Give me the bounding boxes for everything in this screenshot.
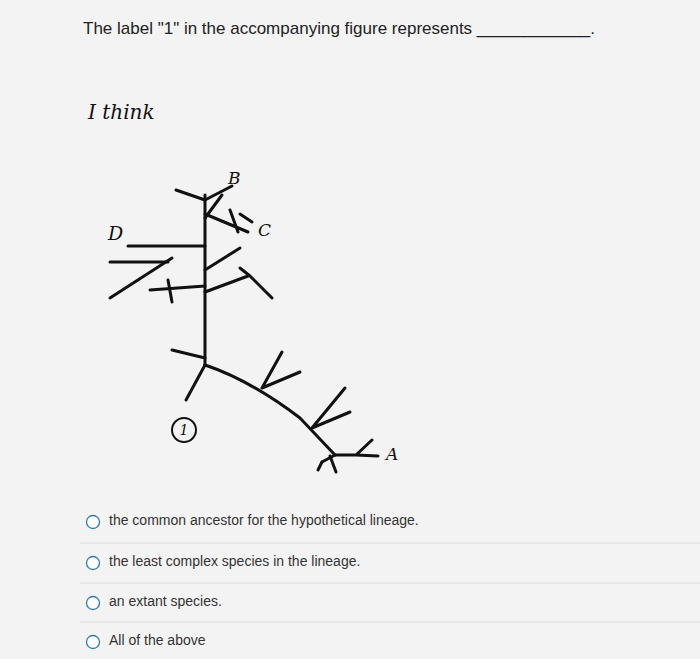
answer-option: the least complex species in the lineage… bbox=[109, 553, 360, 569]
option-separators bbox=[80, 543, 700, 622]
species-letter: B bbox=[228, 168, 241, 188]
answer-option: the common ancestor for the hypothetical… bbox=[109, 512, 419, 528]
handwritten-note: I think bbox=[88, 100, 155, 124]
callout-circle: 1 bbox=[171, 417, 197, 443]
species-letter: A bbox=[386, 444, 398, 464]
callout-number: 1 bbox=[180, 423, 189, 437]
answer-option: an extant species. bbox=[109, 593, 222, 609]
species-letter: C bbox=[258, 220, 271, 240]
radio-buttons bbox=[87, 516, 100, 649]
species-letter: D bbox=[108, 222, 123, 244]
phylogenetic-tree bbox=[110, 186, 378, 472]
question-text: The label "1" in the accompanying figure… bbox=[83, 19, 595, 39]
answer-option: All of the above bbox=[109, 632, 206, 648]
